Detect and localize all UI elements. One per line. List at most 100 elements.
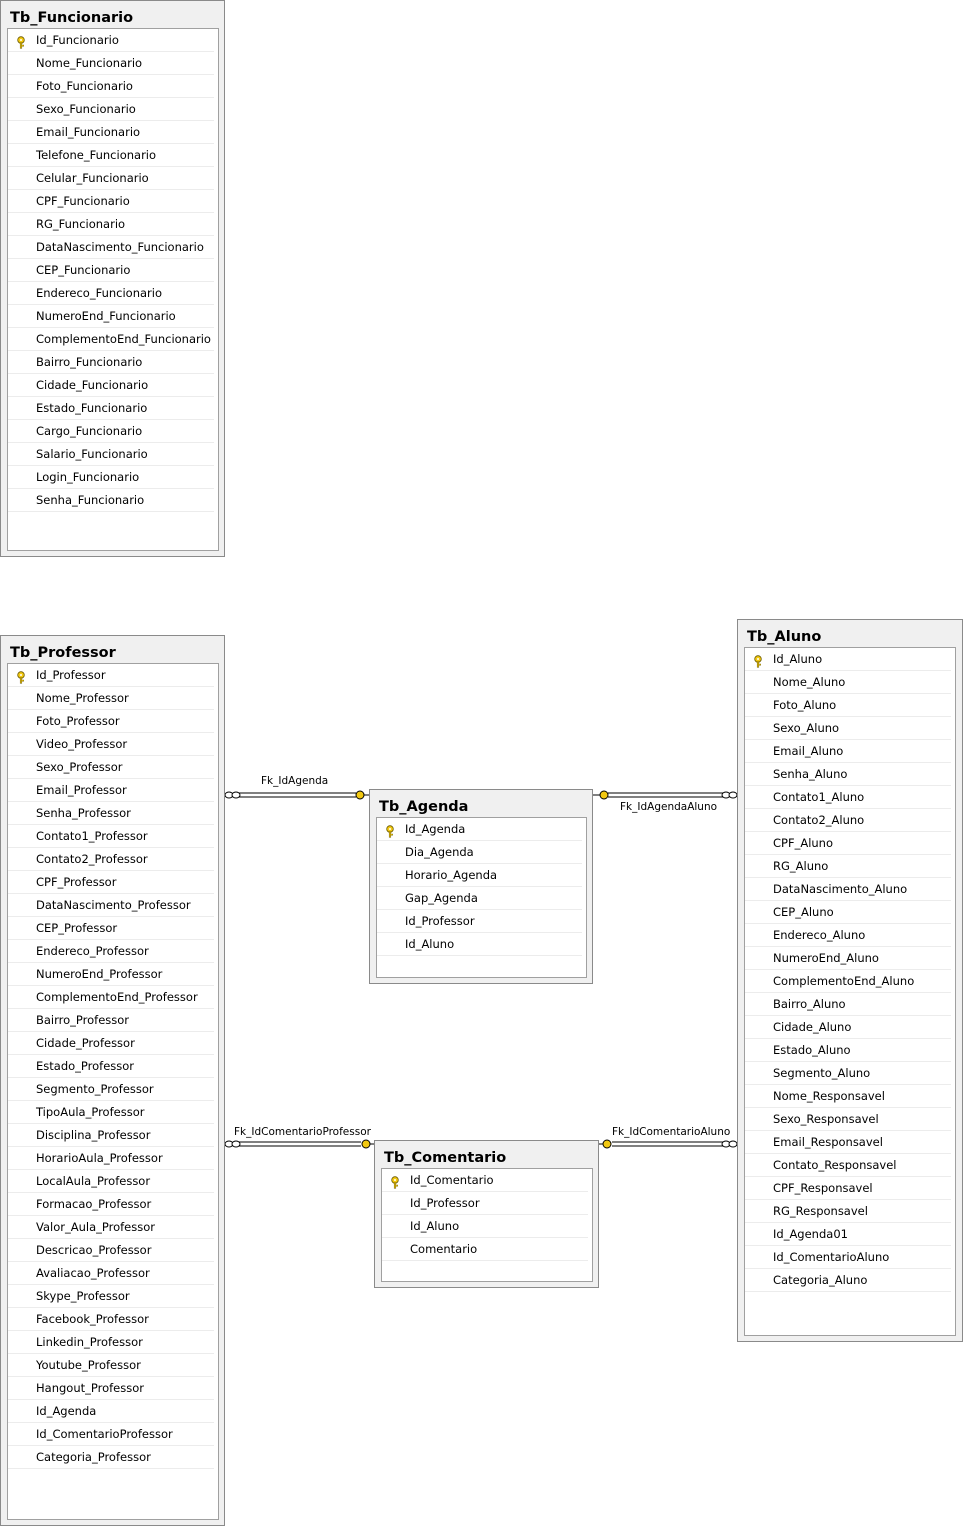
column-row[interactable]: ComplementoEnd_Funcionario (8, 328, 214, 351)
column-row[interactable]: Celular_Funcionario (8, 167, 214, 190)
column-row[interactable]: LocalAula_Professor (8, 1170, 214, 1193)
column-row[interactable]: Video_Professor (8, 733, 214, 756)
column-row[interactable]: Login_Funcionario (8, 466, 214, 489)
relationship-line-fk-idagendaaluno[interactable] (593, 790, 738, 800)
column-row[interactable]: Categoria_Professor (8, 1446, 214, 1469)
relationship-line-fk-idcomentarioprofessor[interactable] (224, 1139, 375, 1149)
column-row[interactable]: Senha_Professor (8, 802, 214, 825)
column-row[interactable]: Contato2_Professor (8, 848, 214, 871)
column-row[interactable]: Id_Professor (382, 1192, 588, 1215)
column-row[interactable]: Contato1_Aluno (745, 786, 951, 809)
column-row[interactable]: Contato_Responsavel (745, 1154, 951, 1177)
column-row[interactable]: Cidade_Funcionario (8, 374, 214, 397)
column-row[interactable]: Categoria_Aluno (745, 1269, 951, 1292)
column-row[interactable]: Linkedin_Professor (8, 1331, 214, 1354)
column-row[interactable]: CEP_Funcionario (8, 259, 214, 282)
column-row[interactable]: Nome_Responsavel (745, 1085, 951, 1108)
column-row[interactable]: Gap_Agenda (377, 887, 582, 910)
column-row[interactable]: Nome_Aluno (745, 671, 951, 694)
column-row[interactable]: Telefone_Funcionario (8, 144, 214, 167)
column-row[interactable]: Horario_Agenda (377, 864, 582, 887)
column-row[interactable]: RG_Funcionario (8, 213, 214, 236)
column-row[interactable]: Id_Agenda (377, 818, 582, 841)
column-row[interactable]: Sexo_Responsavel (745, 1108, 951, 1131)
relationship-line-fk-idagenda[interactable] (224, 790, 369, 800)
column-row[interactable]: Contato1_Professor (8, 825, 214, 848)
column-row[interactable]: Sexo_Professor (8, 756, 214, 779)
column-row[interactable]: Id_Agenda01 (745, 1223, 951, 1246)
column-row[interactable]: Disciplina_Professor (8, 1124, 214, 1147)
column-row[interactable]: Hangout_Professor (8, 1377, 214, 1400)
column-row[interactable]: Skype_Professor (8, 1285, 214, 1308)
column-row[interactable]: Id_Comentario (382, 1169, 588, 1192)
column-row[interactable]: Id_Agenda (8, 1400, 214, 1423)
column-row[interactable]: Foto_Aluno (745, 694, 951, 717)
column-row[interactable]: Segmento_Aluno (745, 1062, 951, 1085)
column-row[interactable]: Nome_Professor (8, 687, 214, 710)
column-row[interactable]: TipoAula_Professor (8, 1101, 214, 1124)
column-row[interactable]: Sexo_Aluno (745, 717, 951, 740)
column-row[interactable]: ComplementoEnd_Professor (8, 986, 214, 1009)
column-row[interactable]: CPF_Funcionario (8, 190, 214, 213)
column-row[interactable]: Endereco_Aluno (745, 924, 951, 947)
column-row[interactable]: DataNascimento_Aluno (745, 878, 951, 901)
column-row[interactable]: Segmento_Professor (8, 1078, 214, 1101)
column-row[interactable]: Comentario (382, 1238, 588, 1261)
column-row[interactable]: Email_Responsavel (745, 1131, 951, 1154)
column-row[interactable]: Contato2_Aluno (745, 809, 951, 832)
column-row[interactable]: Nome_Funcionario (8, 52, 214, 75)
column-row[interactable]: Cidade_Aluno (745, 1016, 951, 1039)
column-row[interactable]: Id_Aluno (745, 648, 951, 671)
column-row[interactable]: Bairro_Professor (8, 1009, 214, 1032)
column-row[interactable]: Endereco_Professor (8, 940, 214, 963)
column-row[interactable]: Avaliacao_Professor (8, 1262, 214, 1285)
column-row[interactable]: Estado_Aluno (745, 1039, 951, 1062)
column-row[interactable]: Valor_Aula_Professor (8, 1216, 214, 1239)
column-row[interactable]: Id_Aluno (377, 933, 582, 956)
relationship-line-fk-idcomentarioaluno[interactable] (598, 1139, 738, 1149)
column-row[interactable]: Formacao_Professor (8, 1193, 214, 1216)
column-row[interactable]: Salario_Funcionario (8, 443, 214, 466)
column-row[interactable]: HorarioAula_Professor (8, 1147, 214, 1170)
column-row[interactable]: Email_Aluno (745, 740, 951, 763)
column-row[interactable]: RG_Aluno (745, 855, 951, 878)
column-row[interactable]: Cargo_Funcionario (8, 420, 214, 443)
column-row[interactable]: Id_Funcionario (8, 29, 214, 52)
column-row[interactable]: Id_Aluno (382, 1215, 588, 1238)
column-row[interactable]: Id_ComentarioProfessor (8, 1423, 214, 1446)
column-row[interactable]: Sexo_Funcionario (8, 98, 214, 121)
column-row[interactable]: Estado_Professor (8, 1055, 214, 1078)
column-row[interactable]: Dia_Agenda (377, 841, 582, 864)
column-row[interactable]: Cidade_Professor (8, 1032, 214, 1055)
column-row[interactable]: Foto_Funcionario (8, 75, 214, 98)
column-row[interactable]: Endereco_Funcionario (8, 282, 214, 305)
column-row[interactable]: Id_ComentarioAluno (745, 1246, 951, 1269)
column-row[interactable]: Email_Funcionario (8, 121, 214, 144)
column-row[interactable]: NumeroEnd_Aluno (745, 947, 951, 970)
column-row[interactable]: Estado_Funcionario (8, 397, 214, 420)
column-row[interactable]: RG_Responsavel (745, 1200, 951, 1223)
column-row[interactable]: DataNascimento_Funcionario (8, 236, 214, 259)
column-row[interactable]: CPF_Responsavel (745, 1177, 951, 1200)
column-row[interactable]: CPF_Aluno (745, 832, 951, 855)
column-row[interactable]: Youtube_Professor (8, 1354, 214, 1377)
column-row[interactable]: Descricao_Professor (8, 1239, 214, 1262)
column-row[interactable]: CEP_Aluno (745, 901, 951, 924)
column-row[interactable]: CEP_Professor (8, 917, 214, 940)
column-row[interactable]: NumeroEnd_Funcionario (8, 305, 214, 328)
column-row[interactable]: Bairro_Funcionario (8, 351, 214, 374)
column-row[interactable]: Id_Professor (8, 664, 214, 687)
column-row[interactable]: Bairro_Aluno (745, 993, 951, 1016)
column-row[interactable]: NumeroEnd_Professor (8, 963, 214, 986)
column-row[interactable]: Senha_Aluno (745, 763, 951, 786)
column-row[interactable]: ComplementoEnd_Aluno (745, 970, 951, 993)
column-row[interactable]: Facebook_Professor (8, 1308, 214, 1331)
column-row[interactable]: CPF_Professor (8, 871, 214, 894)
column-row[interactable]: Email_Professor (8, 779, 214, 802)
column-row[interactable]: DataNascimento_Professor (8, 894, 214, 917)
